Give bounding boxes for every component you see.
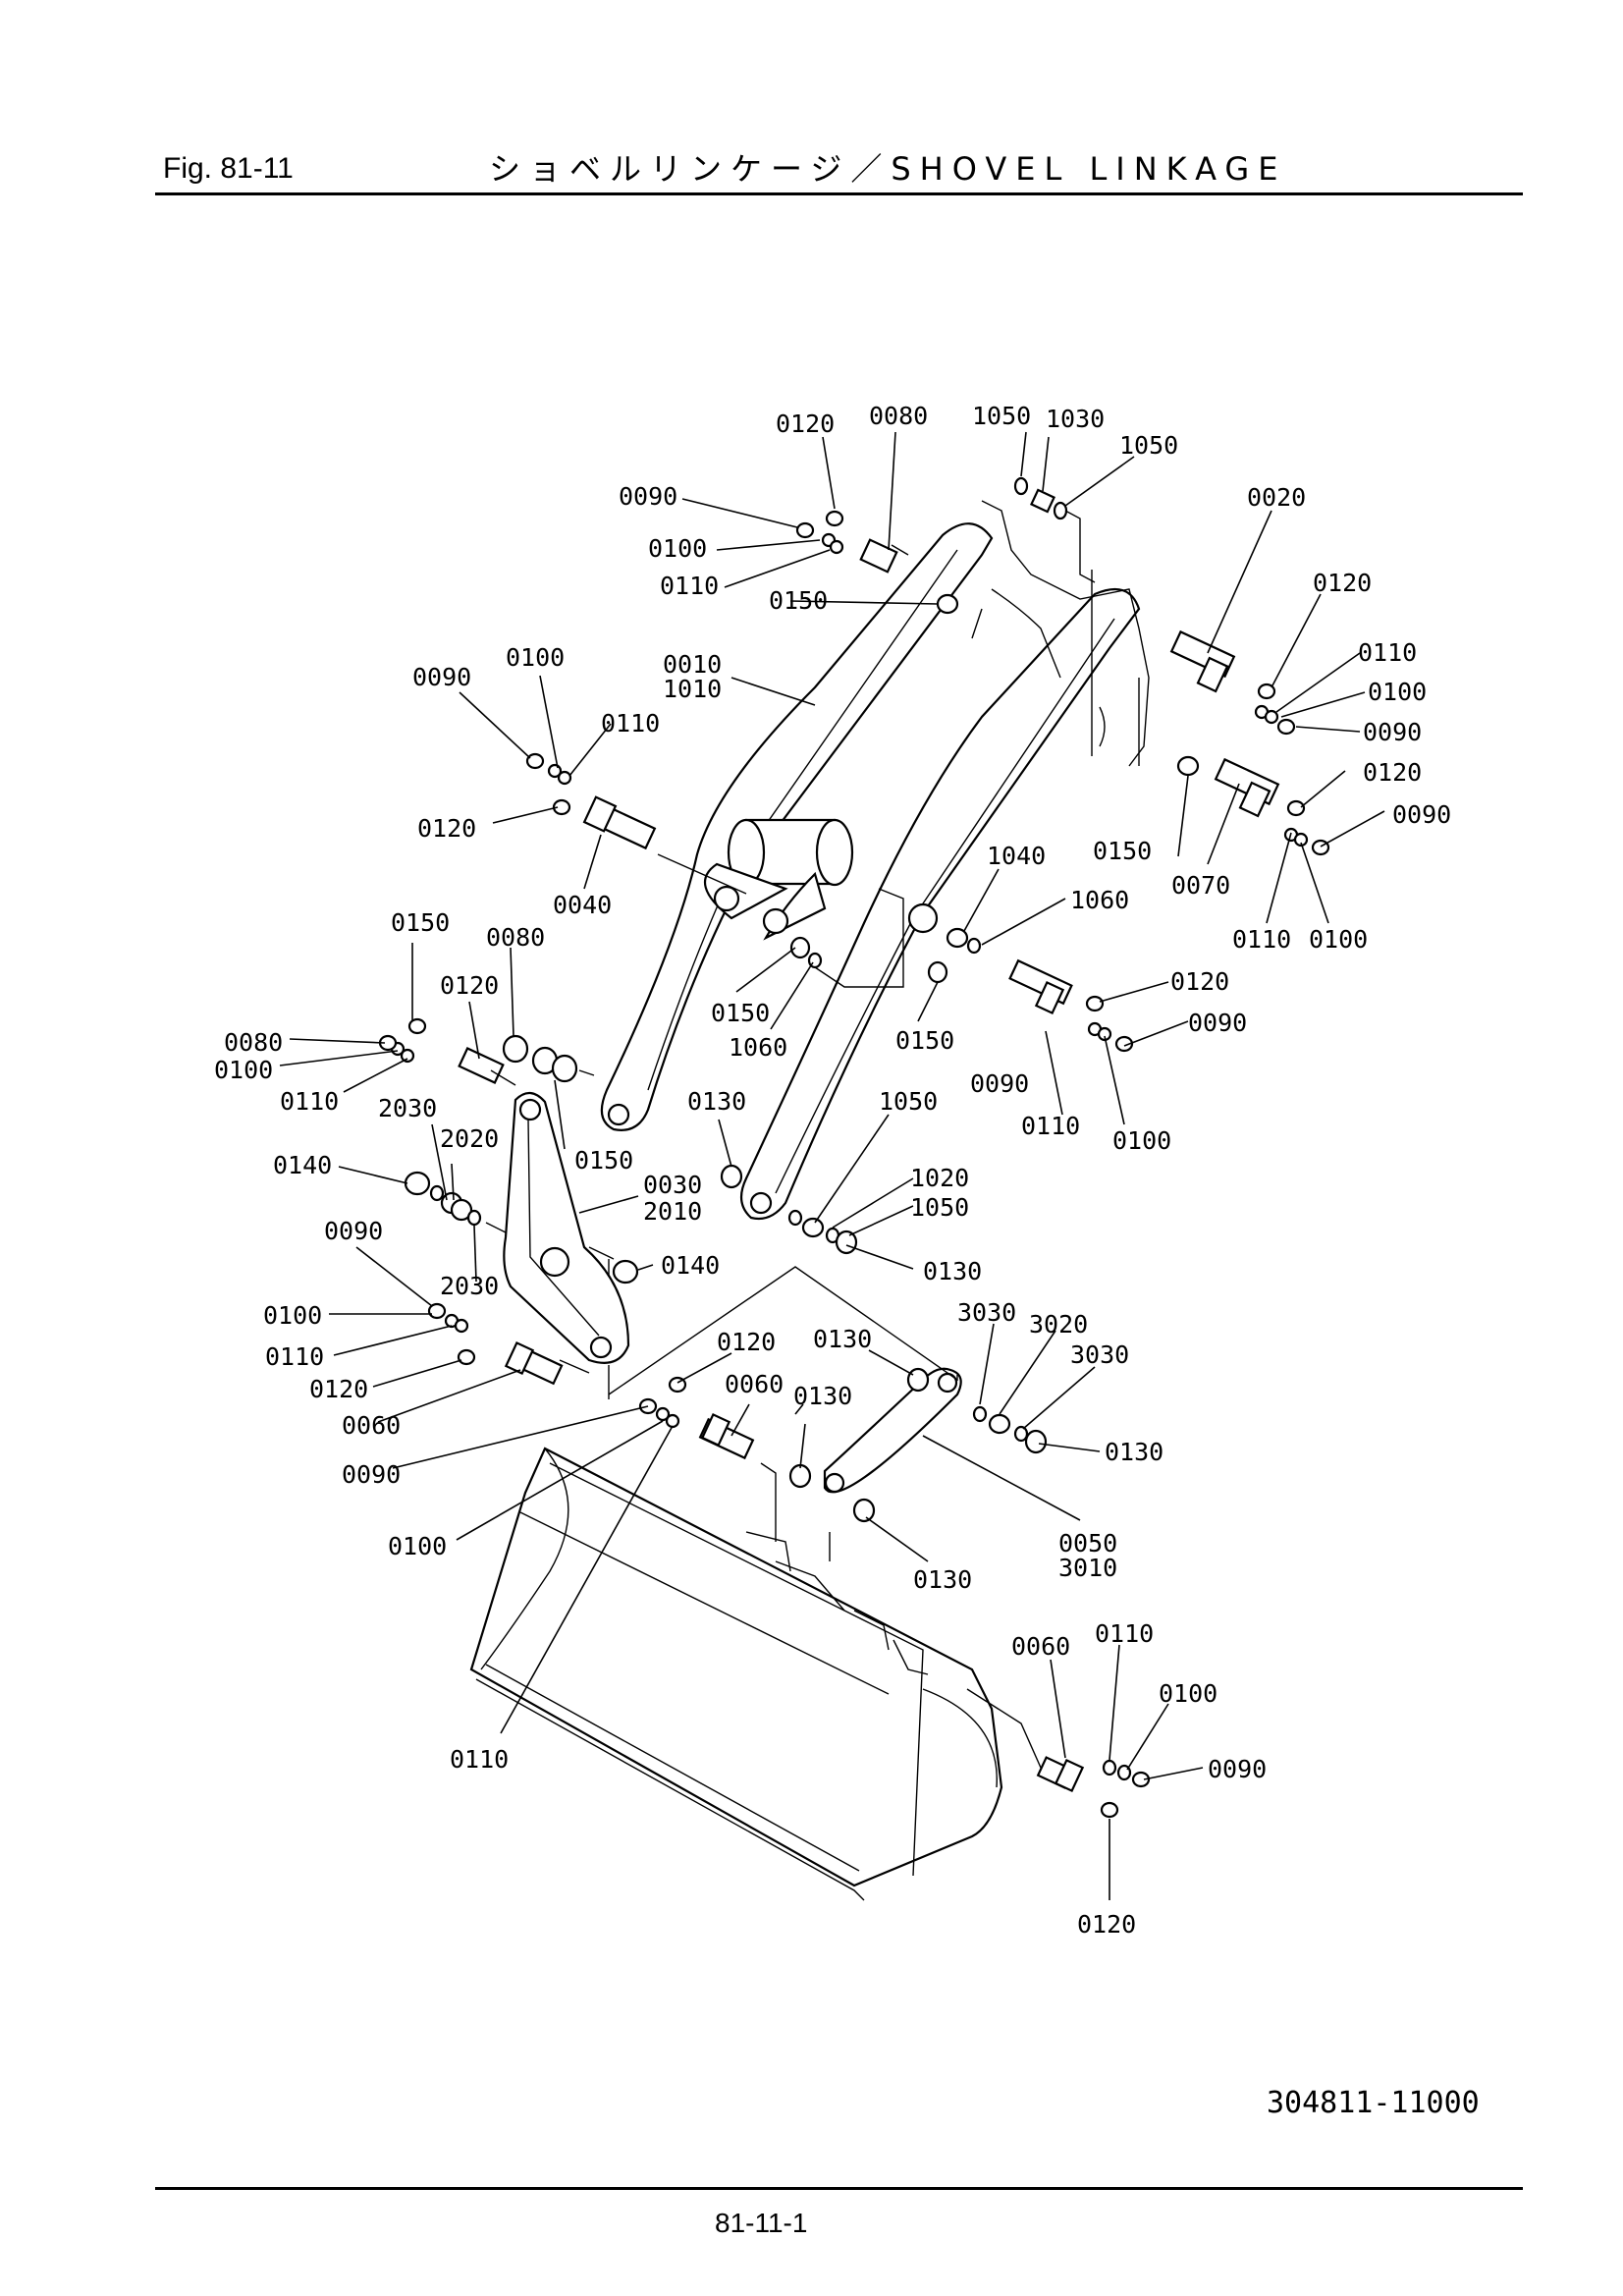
callout: 2010 bbox=[643, 1197, 702, 1226]
callout: 0080 bbox=[224, 1028, 283, 1057]
callout: 0150 bbox=[895, 1026, 954, 1055]
callout: 0150 bbox=[1093, 837, 1152, 865]
callout: 3020 bbox=[1029, 1310, 1088, 1339]
callout: 0050 bbox=[1058, 1529, 1117, 1558]
callout: 0090 bbox=[970, 1069, 1029, 1098]
callout: 0120 bbox=[309, 1375, 368, 1403]
callout: 3010 bbox=[1058, 1554, 1117, 1582]
callout: 0150 bbox=[391, 908, 450, 937]
callout: 0110 bbox=[660, 572, 719, 600]
header: Fig. 81-11 ショベルリンケージ／SHOVEL LINKAGE bbox=[0, 147, 1623, 196]
callout: 0120 bbox=[1313, 569, 1372, 597]
callout: 0060 bbox=[1011, 1632, 1070, 1661]
callout: 0090 bbox=[1392, 800, 1451, 829]
callout: 2030 bbox=[378, 1094, 437, 1122]
callout: 0100 bbox=[1368, 678, 1427, 706]
callout: 2030 bbox=[440, 1272, 499, 1300]
callout: 0090 bbox=[342, 1460, 401, 1489]
callout: 0100 bbox=[648, 534, 707, 563]
callout: 0110 bbox=[450, 1745, 509, 1774]
callout: 1050 bbox=[910, 1193, 969, 1222]
callout: 0150 bbox=[769, 586, 828, 615]
callout: 2020 bbox=[440, 1124, 499, 1153]
bucket-bracket bbox=[745, 1531, 929, 1675]
callout: 0080 bbox=[486, 923, 545, 952]
callout: 0040 bbox=[553, 891, 612, 919]
callout: 0120 bbox=[417, 814, 476, 843]
callout: 0120 bbox=[440, 971, 499, 1000]
boom-arm-right bbox=[739, 587, 1141, 1221]
callout: 1060 bbox=[729, 1033, 787, 1062]
callout: 0130 bbox=[793, 1382, 852, 1410]
callouts: 0120 0080 1050 1030 1050 0020 0090 0100 … bbox=[214, 402, 1451, 1939]
callout: 0090 bbox=[619, 482, 677, 511]
callout: 3030 bbox=[957, 1298, 1016, 1327]
callout: 0120 bbox=[1363, 758, 1422, 787]
callout: 0090 bbox=[1188, 1009, 1247, 1037]
callout: 0100 bbox=[1309, 925, 1368, 954]
callout: 0130 bbox=[687, 1087, 746, 1116]
callout: 0060 bbox=[342, 1411, 401, 1440]
callout: 0120 bbox=[1077, 1910, 1136, 1939]
callout: 0100 bbox=[388, 1532, 447, 1560]
callout: 0100 bbox=[214, 1056, 273, 1084]
callout: 1040 bbox=[987, 842, 1046, 870]
callout: 0110 bbox=[265, 1342, 324, 1371]
callout: 0010 bbox=[663, 650, 722, 679]
callout: 0060 bbox=[725, 1370, 784, 1398]
callout: 0130 bbox=[923, 1257, 982, 1285]
callout: 0090 bbox=[412, 663, 471, 691]
footer-rule bbox=[155, 2187, 1523, 2190]
callout: 0070 bbox=[1171, 871, 1230, 900]
callout: 0100 bbox=[263, 1301, 322, 1330]
frame-mount bbox=[971, 500, 1150, 767]
bucket bbox=[469, 1447, 1003, 1901]
assembly-lines bbox=[485, 510, 1140, 1769]
callout: 0150 bbox=[574, 1146, 633, 1175]
callout: 0020 bbox=[1247, 483, 1306, 512]
header-rule bbox=[155, 192, 1523, 195]
callout: 0110 bbox=[1095, 1619, 1154, 1648]
leader-lines bbox=[279, 431, 1385, 1900]
callout: 0130 bbox=[1105, 1438, 1163, 1466]
callout: 0110 bbox=[1021, 1112, 1080, 1140]
hardware bbox=[378, 476, 1330, 1819]
callout: 0100 bbox=[1112, 1126, 1171, 1155]
drawing-number: 304811-11000 bbox=[1267, 2086, 1480, 2120]
callout: 0140 bbox=[273, 1151, 332, 1179]
callout: 0110 bbox=[1232, 925, 1291, 954]
callout: 0120 bbox=[1170, 967, 1229, 996]
callout: 1050 bbox=[879, 1087, 938, 1116]
callout: 0130 bbox=[813, 1325, 872, 1353]
callout: 0110 bbox=[601, 709, 660, 738]
callout: 0120 bbox=[717, 1328, 776, 1356]
callout: 0090 bbox=[1208, 1755, 1267, 1783]
callout: 0110 bbox=[1358, 638, 1417, 667]
callout: 0150 bbox=[711, 999, 770, 1027]
callout: 0120 bbox=[776, 410, 835, 438]
callout: 0080 bbox=[869, 402, 928, 430]
figure-number: Fig. 81-11 bbox=[163, 152, 294, 185]
callout: 0130 bbox=[913, 1565, 972, 1594]
callout: 1010 bbox=[663, 675, 722, 703]
callout: 1050 bbox=[1119, 431, 1178, 460]
boom-crossbar bbox=[703, 818, 854, 941]
callout: 1060 bbox=[1070, 886, 1129, 914]
callout: 1020 bbox=[910, 1164, 969, 1192]
figure-title: ショベルリンケージ／SHOVEL LINKAGE bbox=[489, 150, 1287, 188]
callout: 0090 bbox=[1363, 718, 1422, 746]
callout: 0140 bbox=[661, 1251, 720, 1280]
page-number: 81-11-1 bbox=[715, 2208, 808, 2238]
callout: 0110 bbox=[280, 1087, 339, 1116]
callout: 0030 bbox=[643, 1171, 702, 1199]
bellcrank bbox=[503, 1091, 630, 1364]
callout: 1050 bbox=[972, 402, 1031, 430]
callout: 0100 bbox=[506, 643, 565, 672]
callout: 0090 bbox=[324, 1217, 383, 1245]
callout: 3030 bbox=[1070, 1340, 1129, 1369]
callout: 1030 bbox=[1046, 405, 1105, 433]
bucket-link bbox=[823, 1367, 962, 1494]
callout: 0100 bbox=[1159, 1679, 1217, 1708]
